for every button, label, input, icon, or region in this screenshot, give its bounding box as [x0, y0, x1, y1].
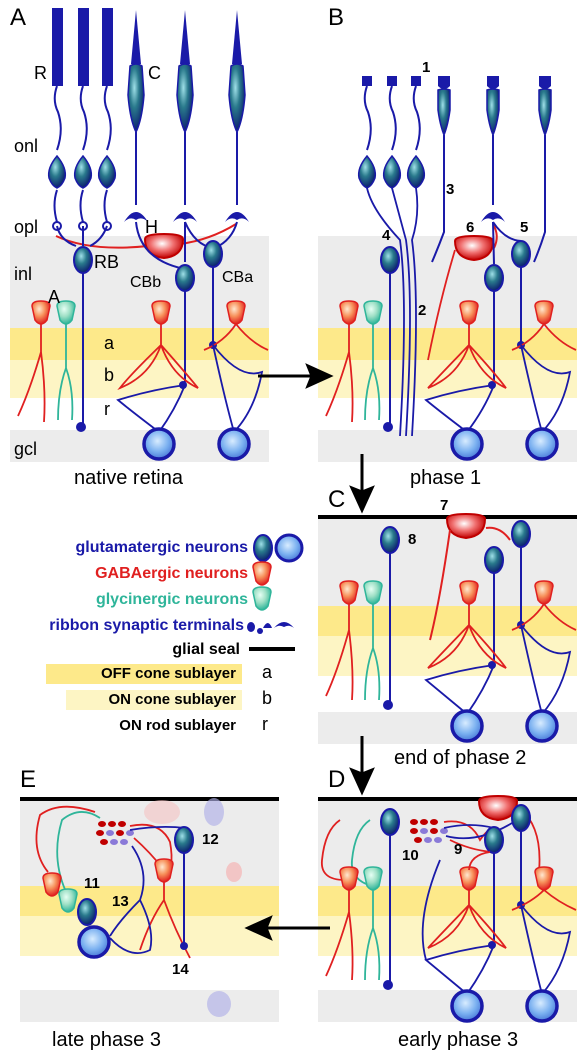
legend-glycinergic: glycinergic neurons [95, 591, 248, 608]
caption-late-phase-3: late phase 3 [52, 1029, 161, 1051]
degenerating-cell [144, 800, 180, 824]
panel-d-early-phase-3 [321, 795, 577, 1023]
caption-early-phase-3: early phase 3 [398, 1029, 519, 1051]
gcl-band [20, 990, 279, 1022]
glycine-soma-icon [252, 586, 272, 611]
legend-letter-b: b [262, 688, 273, 708]
gabaergic-amacrine [17, 300, 51, 423]
cell-label-rod-bipolar: RB [94, 252, 120, 272]
annotation-7: 7 [440, 497, 449, 514]
annotation-1: 1 [422, 59, 431, 76]
off-sublayer-band [318, 606, 577, 636]
cell-label-cbb: CBb [130, 274, 162, 291]
inl-band [318, 236, 577, 328]
cell-label-cone: C [148, 63, 161, 83]
annotation-6: 6 [466, 219, 475, 236]
caption-phase-1: phase 1 [410, 467, 482, 489]
annotation-13: 13 [112, 893, 129, 910]
off-sublayer-band [318, 328, 577, 360]
cell-label-rod: R [34, 63, 47, 83]
annotation-2: 2 [418, 302, 427, 319]
layer-label-inl: inl [14, 264, 33, 284]
inl-band [318, 800, 577, 886]
glutamatergic-soma-icon [253, 534, 273, 562]
sublayer-label-b: b [104, 365, 115, 385]
caption-end-phase-2: end of phase 2 [394, 747, 527, 769]
rod-photoreceptors [52, 8, 113, 86]
cone-photoreceptors [131, 10, 242, 64]
panel-b-phase-1 [325, 76, 577, 461]
annotation-4: 4 [382, 227, 391, 244]
cell-label-amacrine: A [48, 287, 61, 307]
caption-native-retina: native retina [74, 467, 183, 489]
glycinergic-amacrine [56, 300, 76, 421]
legend-on-cone: ON cone sublayer [66, 690, 242, 710]
gabaergic-amacrine [117, 300, 199, 391]
panel-label-b: B [328, 4, 345, 31]
ribbon-terminal-icon [247, 622, 294, 634]
panel-c-end-of-phase-2 [325, 513, 577, 743]
ganglion-soma-icon [274, 533, 304, 563]
annotation-12: 12 [202, 831, 219, 848]
degenerating-cell [207, 991, 231, 1017]
panel-label-a: A [10, 4, 27, 31]
transition-arrows [244, 363, 375, 941]
ganglion-cell [212, 344, 264, 461]
layer-label-gcl: gcl [14, 439, 38, 459]
panel-a-native-retina [17, 8, 269, 461]
inl-band [318, 518, 577, 606]
annotation-3: 3 [446, 181, 455, 198]
layer-label-opl: opl [14, 217, 39, 237]
microneuroma-puncta [410, 819, 448, 843]
cell-label-horizontal: H [145, 217, 158, 237]
legend-ribbon: ribbon synaptic terminals [49, 617, 244, 634]
legend-off-cone: OFF cone sublayer [46, 664, 242, 684]
annotation-10: 10 [402, 847, 419, 864]
degenerating-cell [204, 798, 224, 826]
annotation-11: 11 [84, 875, 100, 892]
sublayer-label-a: a [104, 333, 115, 353]
panel-label-d: D [328, 766, 346, 793]
panel-e-late-phase-3 [35, 798, 242, 1017]
sublayer-label-r: r [104, 399, 110, 419]
annotation-14: 14 [172, 961, 189, 978]
annotation-9: 9 [454, 841, 463, 858]
legend-glyphs [247, 533, 304, 651]
legend-on-rod: ON rod sublayer [119, 717, 236, 734]
layer-label-onl: onl [14, 136, 39, 156]
legend-letter-a: a [262, 662, 273, 682]
legend-glutamatergic: glutamatergic neurons [75, 539, 248, 556]
panel-label-c: C [328, 486, 346, 513]
rod-bipolar-cell [56, 225, 108, 432]
inl-band [10, 236, 269, 328]
rod-bipolar-cell [380, 246, 400, 432]
panel-label-e: E [20, 766, 37, 793]
legend-gabaergic: GABAergic neurons [95, 565, 248, 582]
annotation-5: 5 [520, 219, 529, 236]
ganglion-cell [116, 383, 187, 461]
cell-label-cba: CBa [222, 269, 254, 286]
off-sublayer-band [10, 328, 269, 360]
legend-letter-r: r [262, 714, 268, 734]
legend-glial-seal: glial seal [172, 641, 240, 658]
degenerating-cell [226, 862, 242, 882]
microneuroma-puncta [96, 821, 134, 845]
gaba-soma-icon [252, 561, 272, 586]
off-sublayer-band [318, 886, 577, 916]
gabaergic-amacrine [203, 300, 269, 351]
annotation-8: 8 [408, 531, 417, 548]
on-sublayer-band [318, 360, 577, 398]
